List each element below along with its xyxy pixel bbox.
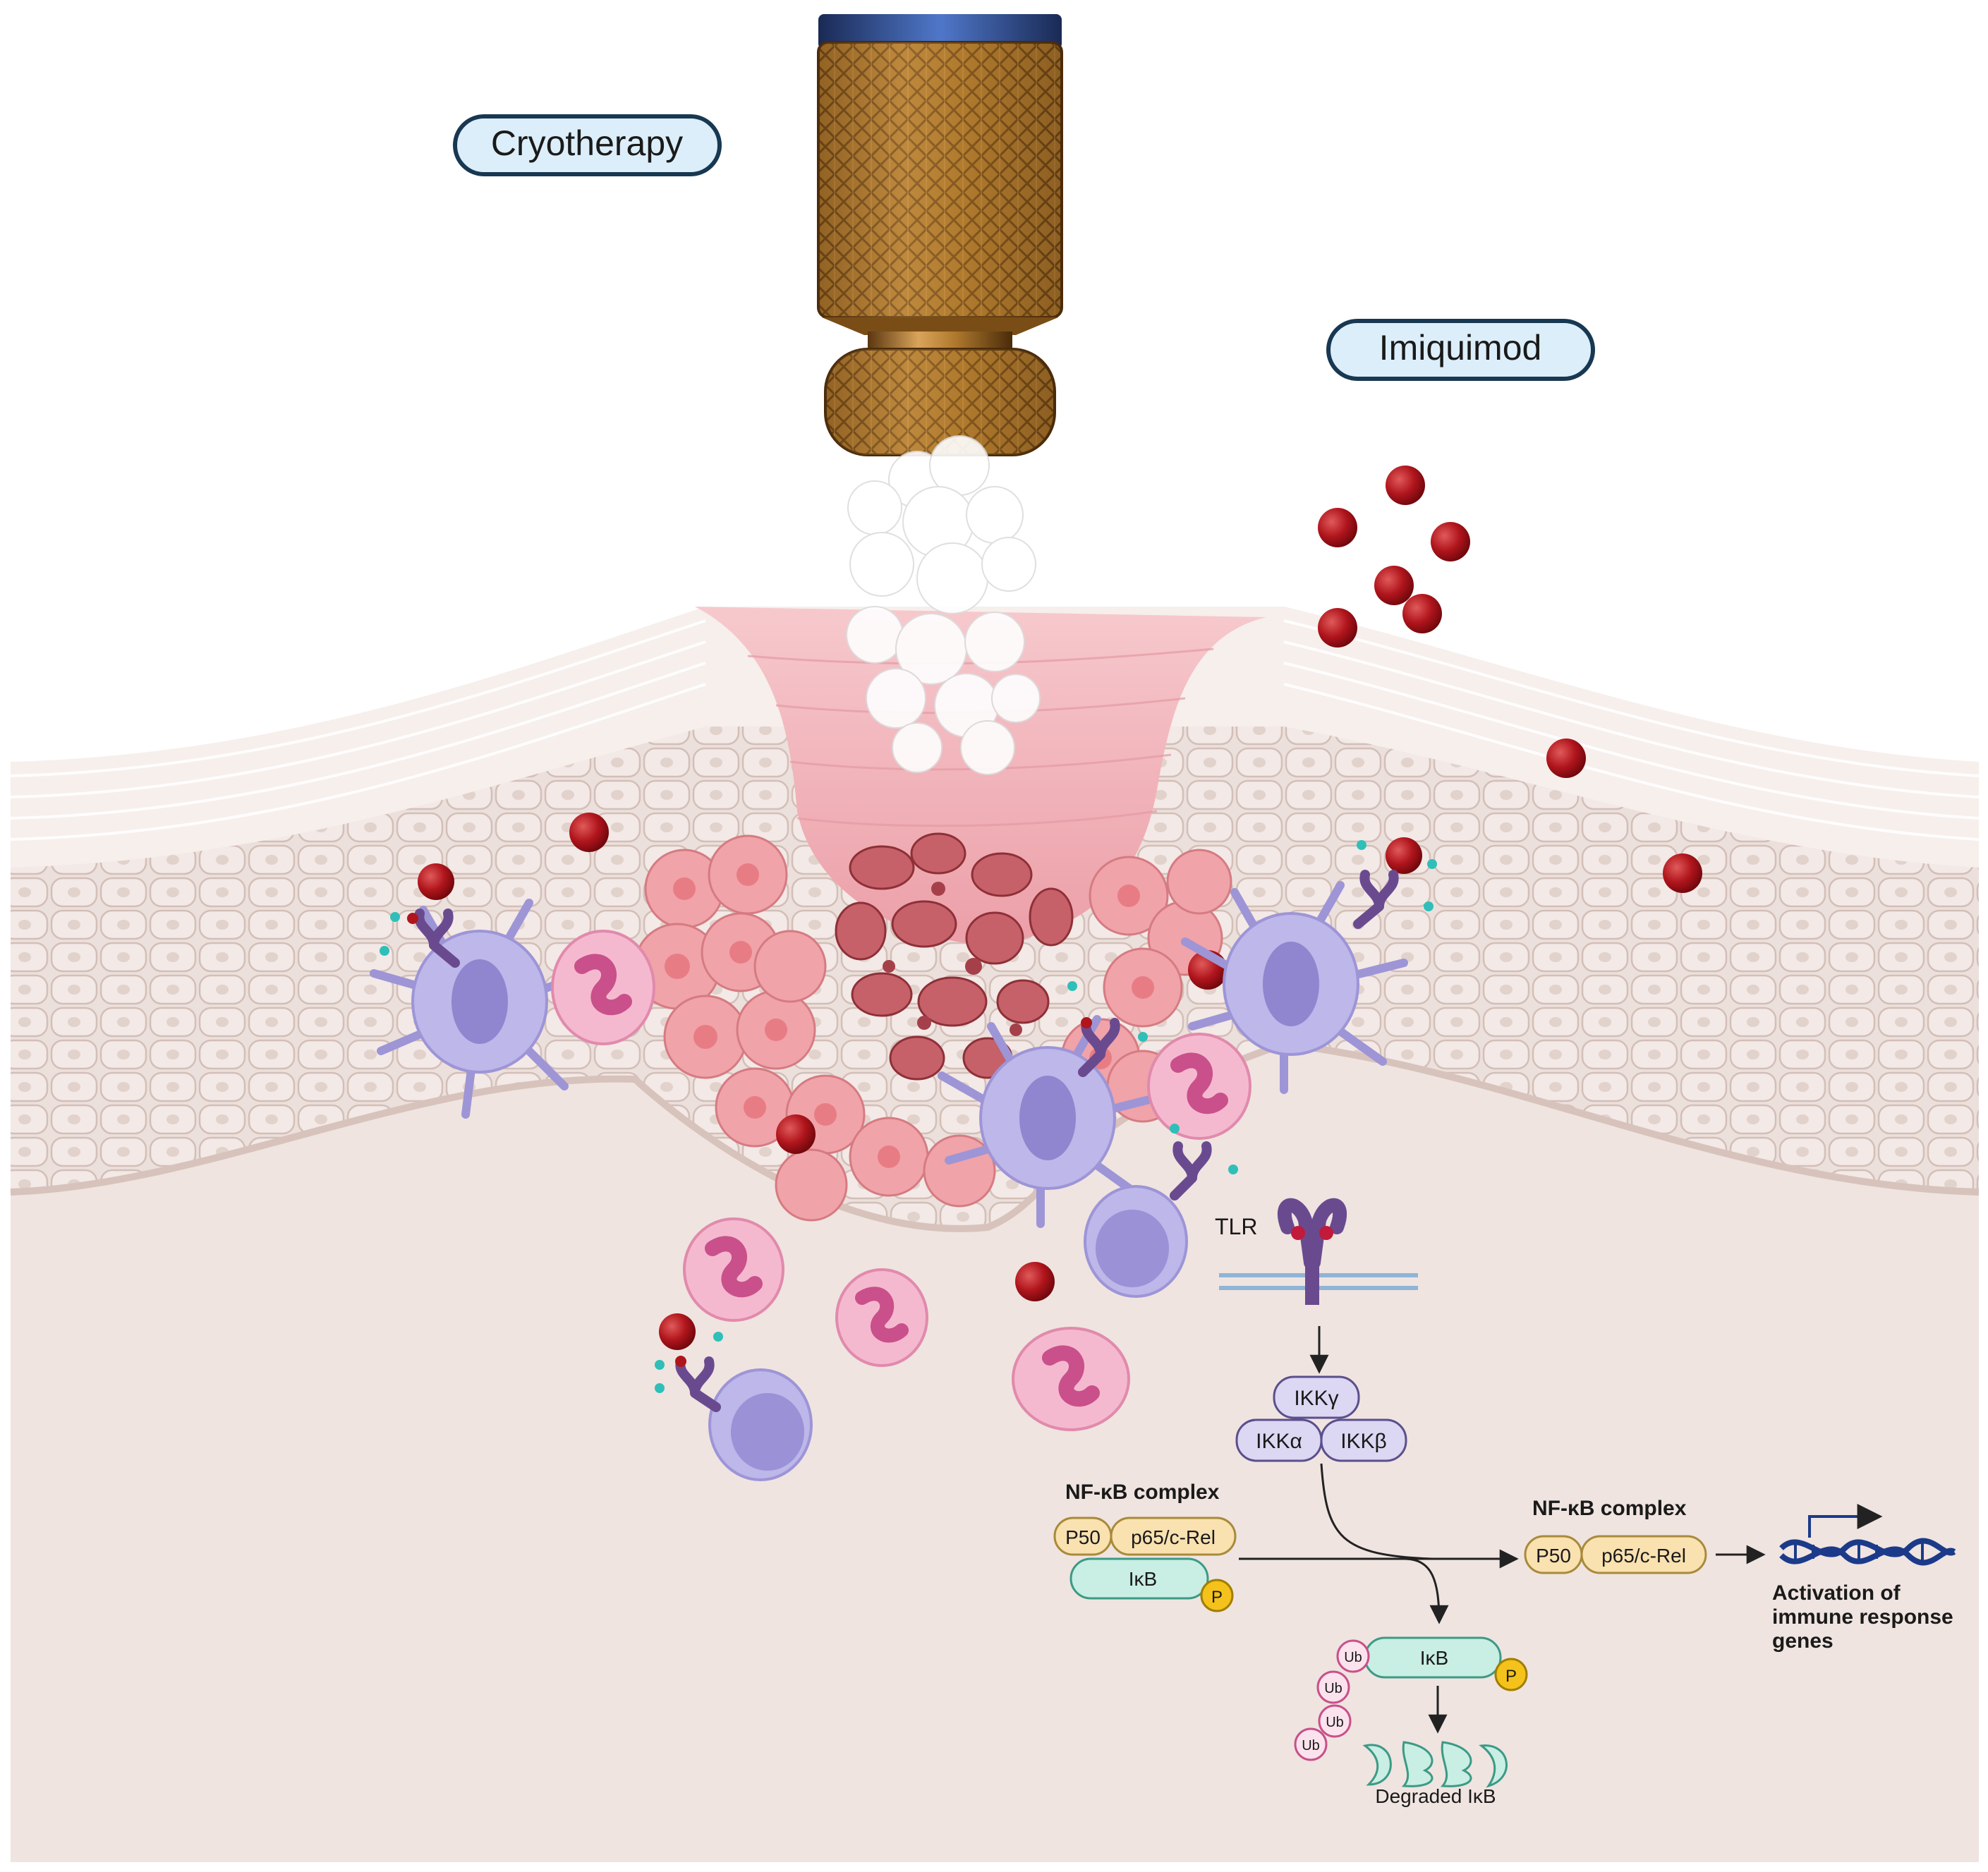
dna-gene-activation-icon [1779,1504,1956,1566]
ubiquitin-icon [1294,1727,1328,1761]
imiquimod-molecule-icon [1015,1262,1055,1301]
phospho-left-label: P [1211,1588,1223,1607]
toll-like-receptor-icon [1353,870,1399,929]
ub-label-1: Ub [1344,1650,1362,1665]
imiquimod-molecule-icon [418,863,454,900]
basement-membrane [10,1040,1980,1232]
ikk-complex: IKKγ IKKα IKKβ [1235,1375,1407,1462]
nfkb-complex-right-title: NF-κB complex [1532,1497,1687,1520]
imiquimod-molecule-icon [1318,608,1357,648]
imiquimod-molecule-icon [1431,522,1470,561]
activation-line-3: genes [1772,1629,1834,1653]
epidermis [11,727,1979,1229]
imiquimod-text: Imiquimod [1379,328,1542,367]
cryotherapy-label: Cryotherapy [453,114,722,176]
toll-like-receptor-icon [675,1356,721,1412]
toll-like-receptor-icon [1170,1141,1212,1201]
activation-label: Activation of immune response genes [1772,1581,1953,1653]
tlr-receptor: TLR [1215,1198,1418,1305]
neutrophil-icon [551,930,655,1045]
lymphocyte-icon [1084,1185,1188,1298]
ubiquitin-icon [1316,1670,1350,1704]
neutrophil-icon [1012,1327,1130,1431]
dendritic-cell-icon [1181,881,1408,1094]
cryotherapy-text: Cryotherapy [491,123,683,163]
ubiquitin-icon [1318,1704,1352,1738]
p65-left-label: p65/c-Rel [1131,1526,1216,1548]
degraded-ikb-label: Degraded IκB [1375,1785,1496,1807]
ikk-beta-label: IKKβ [1340,1430,1387,1453]
arrow-ikk [1320,1463,1433,1560]
nfkb-complex-right: NF-κB complex P50 p65/c-Rel [1524,1497,1707,1574]
ikb-left-label: IκB [1129,1568,1157,1590]
ubiquitin-icon [1336,1639,1370,1673]
phospho-ub-label: P [1505,1667,1517,1686]
degraded-ikb: Degraded IκB [1362,1741,1508,1807]
ub-label-3: Ub [1326,1715,1344,1730]
imiquimod-molecule-icon [1663,853,1702,893]
ubiquitinated-ikb: IκB P Ub Ub Ub Ub [1294,1636,1528,1761]
lymphocyte-icon [708,1368,813,1481]
imiquimod-molecule-icon [569,813,609,852]
ikk-alpha-label: IKKα [1256,1430,1302,1453]
p50-right-label: P50 [1536,1545,1571,1567]
neutrophil-icon [835,1268,928,1367]
neutrophil-icon [683,1217,784,1322]
imiquimod-molecule-icon [1386,466,1425,505]
activation-line-1: Activation of [1772,1581,1901,1605]
imiquimod-molecule-icon [1546,739,1586,778]
toll-like-receptor-icon [1078,1017,1120,1077]
nfkb-complex-left-title: NF-κB complex [1065,1481,1220,1504]
imiquimod-molecule-icon [1402,594,1442,633]
ub-label-4: Ub [1302,1738,1320,1754]
ikk-gamma-label: IKKγ [1294,1387,1338,1410]
activation-line-2: immune response [1772,1605,1953,1629]
stratum-corneum [11,607,1979,868]
cryo-spray-device-icon [817,14,1063,456]
imiquimod-molecule-icon [1318,508,1357,547]
p50-left-label: P50 [1065,1526,1101,1548]
tlr-label: TLR [1215,1214,1257,1239]
tumor-cells [634,832,1232,1222]
imiquimod-molecule-icon [1374,566,1414,605]
cytokine-dots [380,840,1437,1393]
imiquimod-molecules [418,466,1702,1350]
frost-cloud-icon [846,435,1041,775]
imiquimod-label: Imiquimod [1326,319,1595,381]
neutrophil-icon [1147,1033,1251,1140]
imiquimod-molecule-icon [776,1114,816,1154]
ikb-ub-label: IκB [1420,1647,1448,1669]
ub-label-2: Ub [1324,1681,1342,1696]
nfkb-complex-left: NF-κB complex P50 p65/c-Rel IκB P [1053,1481,1237,1612]
p65-right-label: p65/c-Rel [1601,1545,1686,1567]
imiquimod-molecule-icon [1386,837,1422,874]
toll-like-receptor-icon [407,908,460,968]
arrow-to-ikb-degradation [1403,1557,1449,1624]
imiquimod-molecule-icon [659,1313,696,1350]
